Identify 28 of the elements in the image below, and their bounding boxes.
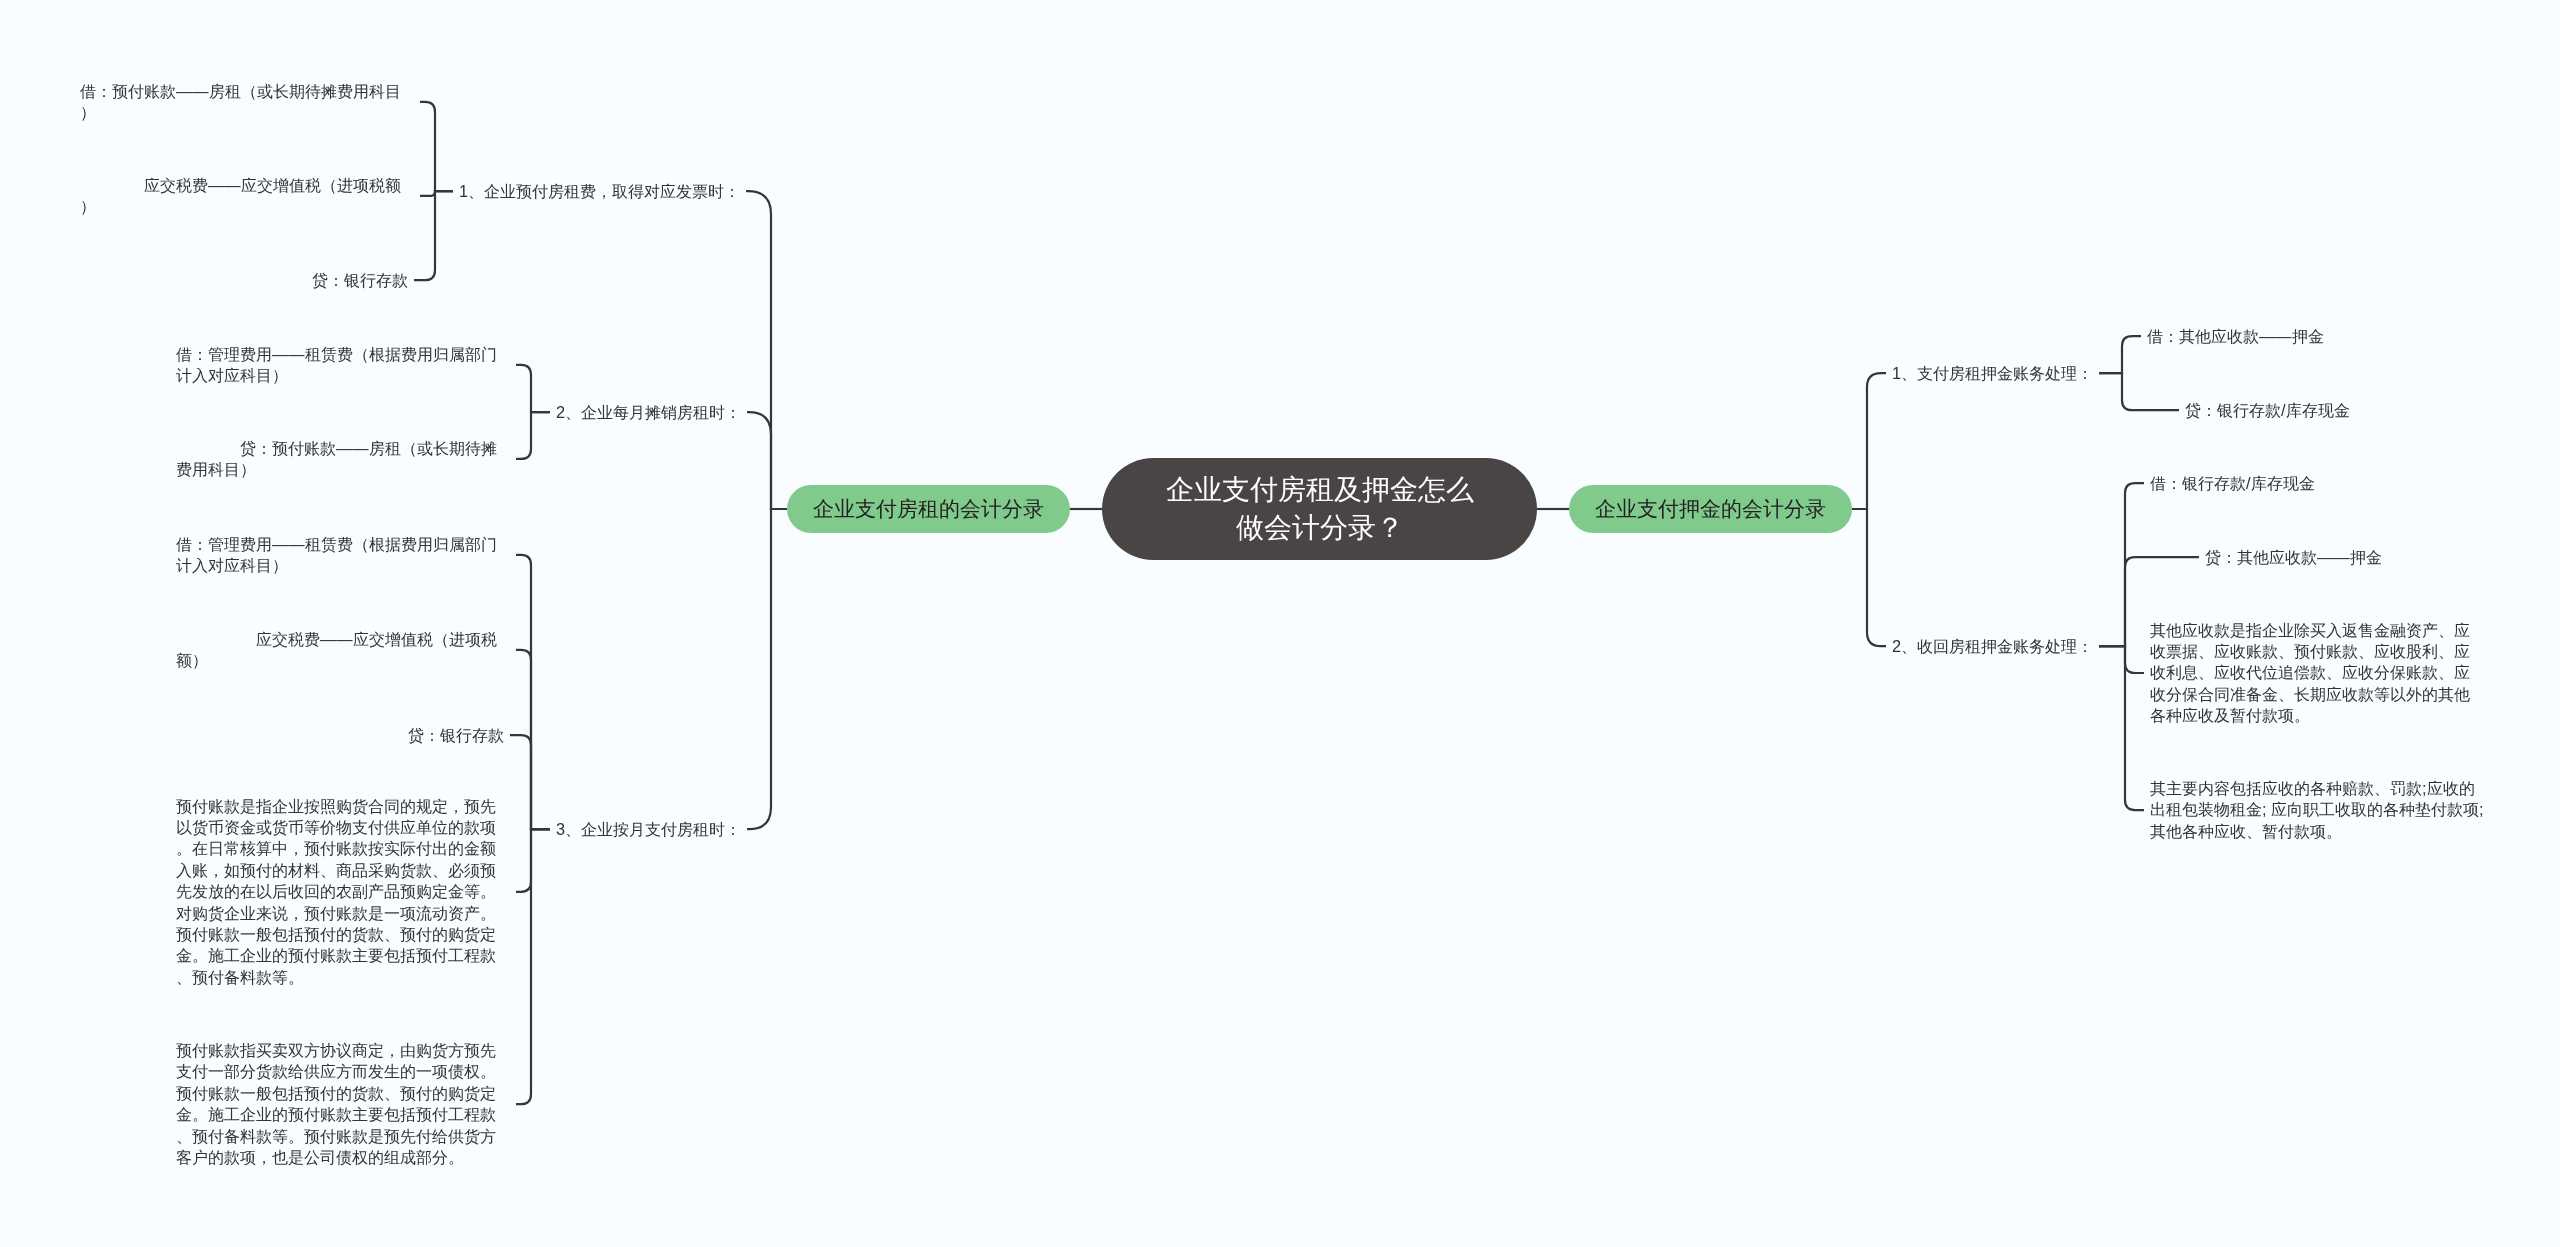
entry-text: 贷：银行存款/库存现金 (2179, 399, 2356, 421)
entry-text: 借：管理费用——租赁费（根据费用归属部门计入对应科目） (170, 343, 516, 387)
entry-text: 借：银行存款/库存现金 (2144, 472, 2321, 494)
entry-text: 贷：预付账款——房租（或长期待摊费用科目） (170, 437, 516, 481)
entry-text: 贷：其他应收款——押金 (2199, 546, 2388, 568)
connector (1070, 507, 1102, 511)
entry-text: 借：管理费用——租赁费（根据费用归属部门计入对应科目） (170, 533, 516, 577)
note-text: 其主要内容包括应收的各种赔款、罚款;应收的出租包装物租金; 应向职工收取的各种垫付款项;其他各种应收、暂付款项。 (2144, 778, 2490, 843)
subtopic-label: 1、企业预付房租费，取得对应发票时： (453, 180, 747, 202)
entry-text: 贷：银行存款 (402, 724, 510, 746)
connector (1537, 507, 1569, 511)
entry-text: 贷：银行存款 (306, 269, 414, 291)
main-topic: 企业支付押金的会计分录 (1569, 485, 1852, 533)
entry-text: 借：预付账款——房租（或长期待摊费用科目） (74, 80, 420, 124)
connector (2099, 372, 2179, 412)
subtopic-label: 1、支付房租押金账务处理： (1886, 362, 2100, 384)
note-text: 其他应收款是指企业除买入返售金融资产、应收票据、应收账款、预付账款、应收股利、应收利息、应收代位追偿款、应收分保账款、应收分保合同准备金、长期应收款等以外的其他各种应收及暂付款项。 (2144, 619, 2490, 727)
note-text: 预付账款是指企业按照购货合同的规定，预先以货币资金或货币等价物支付供应单位的款项。在日常核算中，预付账款按实际付出的金额入账，如预付的材料、商品采购货款、必须预先发放的在以后收回的农副产品预购定金等。对购货企业来说，预付账款是一项流动资产。预付账款一般包括预付的货款、预付的购货定金。施工企业的预付账款主要包括预付工程款、预付备料款等。 (170, 795, 516, 989)
subtopic-label: 3、企业按月支付房租时： (550, 818, 748, 840)
subtopic-label: 2、企业每月摊销房租时： (550, 401, 748, 423)
central-topic: 企业支付房租及押金怎么做会计分录？ (1102, 458, 1537, 560)
subtopic-label: 2、收回房租押金账务处理： (1886, 635, 2100, 657)
entry-text: 借：其他应收款——押金 (2141, 325, 2330, 347)
main-topic: 企业支付房租的会计分录 (787, 485, 1070, 533)
note-text: 预付账款指买卖双方协议商定，由购货方预先支付一部分货款给供应方而发生的一项债权。预付账款一般包括预付的货款、预付的购货定金。施工企业的预付账款主要包括预付工程款、预付备料款等。预付账款是预先付给供货方客户的款项，也是公司债权的组成部分。 (170, 1040, 516, 1169)
entry-text: 应交税费——应交增值税（进项税额） (170, 628, 516, 672)
entry-text: 应交税费——应交增值税（进项税额） (74, 174, 420, 218)
connector (516, 411, 550, 460)
